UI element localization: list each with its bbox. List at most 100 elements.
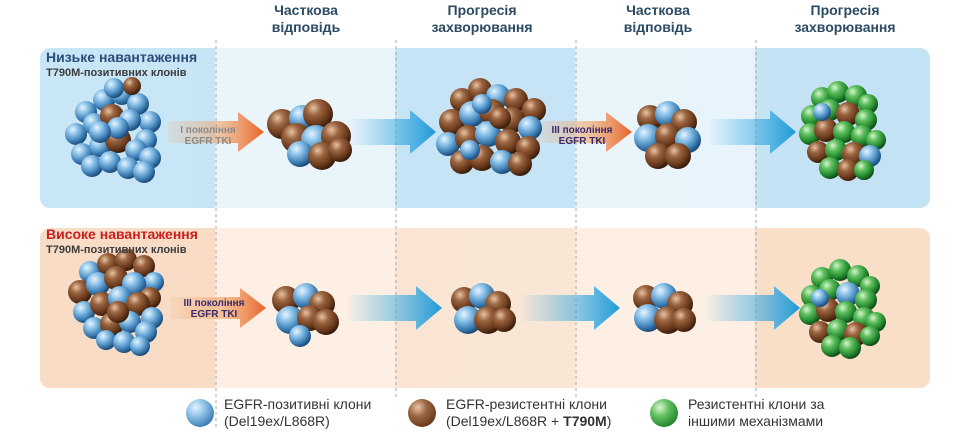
- egfr-positive-cell: [518, 116, 542, 140]
- row-low-subtitle: T790M-позитивних клонів: [46, 67, 187, 79]
- egfr-resistant-cell: [665, 143, 691, 169]
- egfr-resistant-cell: [807, 141, 829, 163]
- legend-line: EGFR-позитивні клони: [224, 396, 372, 412]
- brown-cell-icon: [408, 399, 436, 427]
- egfr-positive-cell: [107, 117, 129, 139]
- egfr-positive-cell: [130, 336, 150, 356]
- egfr-positive-cell: [81, 155, 103, 177]
- egfr-resistant-cell: [313, 309, 339, 335]
- egfr-resistant-cell: [107, 301, 129, 323]
- legend-text: EGFR-позитивні клони (Del19ex/L868R): [224, 396, 371, 430]
- other-mechanism-cell: [833, 121, 855, 143]
- egfr-resistant-cell: [508, 152, 532, 176]
- egfr-resistant-cell: [522, 98, 546, 122]
- egfr-resistant-cell: [645, 143, 671, 169]
- other-mechanism-cell: [835, 301, 857, 323]
- blue-cell-icon: [186, 399, 214, 427]
- egfr-resistant-cell: [836, 102, 860, 126]
- other-mechanism-cell: [829, 259, 851, 281]
- row-low-title: Низьке навантаження: [46, 49, 198, 65]
- legend-line: (Del19ex/L868R): [224, 413, 330, 429]
- arrow-label-line: III покоління: [183, 298, 245, 309]
- egfr-positive-cell: [89, 121, 111, 143]
- header-line: Часткова: [626, 2, 690, 18]
- egfr-resistant-cell: [837, 159, 859, 181]
- legend-line: EGFR-резистентні клони: [446, 396, 607, 412]
- tumor-low-progression: [436, 78, 546, 176]
- tumor-high-partial-2: [451, 283, 516, 334]
- egfr-positive-cell: [436, 132, 460, 156]
- egfr-positive-cell: [139, 111, 161, 133]
- other-mechanism-cell: [854, 160, 874, 180]
- egfr-resistant-cell: [492, 308, 516, 332]
- arrow-high-progression-3: [704, 286, 800, 330]
- tumor-high-partial-1: [272, 283, 339, 347]
- other-mechanism-cell: [858, 94, 878, 114]
- egfr-resistant-cell: [489, 107, 511, 129]
- egfr-positive-cell: [96, 330, 116, 350]
- arrow-label-line: EGFR TKI: [558, 136, 606, 147]
- legend-egfr-positive: EGFR-позитивні клони (Del19ex/L868R): [186, 396, 371, 430]
- other-mechanism-cell: [855, 289, 877, 311]
- tumor-high-final: [799, 259, 886, 359]
- header-line: захворювання: [431, 19, 533, 35]
- arrow-label-line: EGFR TKI: [190, 309, 238, 320]
- egfr-resistant-cell: [115, 249, 137, 271]
- egfr-positive-cell: [836, 282, 860, 306]
- header-line: Часткова: [274, 2, 338, 18]
- legend-line: іншими механізмами: [688, 413, 824, 429]
- other-mechanism-cell: [827, 81, 849, 103]
- egfr-positive-cell: [460, 140, 480, 160]
- header-line: Прогресія: [810, 2, 880, 18]
- egfr-positive-cell: [65, 123, 87, 145]
- tumor-low-partial-1: [267, 99, 352, 170]
- egfr-positive-cell: [454, 306, 482, 334]
- egfr-resistant-cell: [814, 118, 838, 142]
- egfr-resistant-cell: [672, 308, 696, 332]
- row-high-subtitle: T790M-позитивних клонів: [46, 244, 187, 256]
- header-line: Прогресія: [447, 2, 517, 18]
- egfr-resistant-cell: [439, 109, 465, 135]
- arrow-low-1gen-tki: [168, 112, 264, 152]
- egfr-resistant-cell: [495, 129, 521, 155]
- egfr-positive-cell: [472, 94, 492, 114]
- egfr-resistant-cell: [133, 255, 155, 277]
- header-line: відповідь: [271, 19, 341, 35]
- tumor-high-partial-3: [633, 283, 696, 334]
- other-mechanism-cell: [819, 157, 841, 179]
- column-dividers: [215, 40, 757, 430]
- arrow-low-3gen-tki: [538, 112, 632, 152]
- egfr-positive-cell: [287, 141, 313, 167]
- arrow-label-line: I покоління: [180, 125, 236, 136]
- egfr-positive-cell: [490, 150, 514, 174]
- egfr-positive-cell: [289, 325, 311, 347]
- header-line: захворювання: [794, 19, 896, 35]
- egfr-positive-cell: [133, 161, 155, 183]
- legend-line: (Del19ex/L868R + T790M): [446, 413, 612, 429]
- other-mechanism-cell: [866, 130, 886, 150]
- other-mechanism-cell: [860, 326, 880, 346]
- legend-text: EGFR-резистентні клони (Del19ex/L868R + …: [446, 396, 611, 430]
- row-high-title: Високе навантаження: [46, 226, 198, 242]
- other-mechanism-cell: [839, 337, 861, 359]
- tumor-low-initial: [65, 77, 161, 183]
- legend-other-mechanisms: Резистентні клони за іншими механізмами: [650, 396, 824, 430]
- arrow-label-line: EGFR TKI: [184, 136, 232, 147]
- egfr-resistant-cell: [504, 88, 528, 112]
- egfr-resistant-cell: [303, 99, 333, 129]
- arrow-high-3gen-tki: [170, 288, 266, 328]
- egfr-positive-cell: [99, 151, 121, 173]
- egfr-positive-cell: [811, 289, 829, 307]
- egfr-resistant-cell: [655, 123, 681, 149]
- arrow-label-line: III покоління: [551, 125, 613, 136]
- arrow-high-progression-2: [520, 286, 620, 330]
- egfr-resistant-cell: [126, 292, 150, 316]
- tumor-low-partial-2: [634, 101, 701, 169]
- egfr-positive-cell: [813, 103, 831, 121]
